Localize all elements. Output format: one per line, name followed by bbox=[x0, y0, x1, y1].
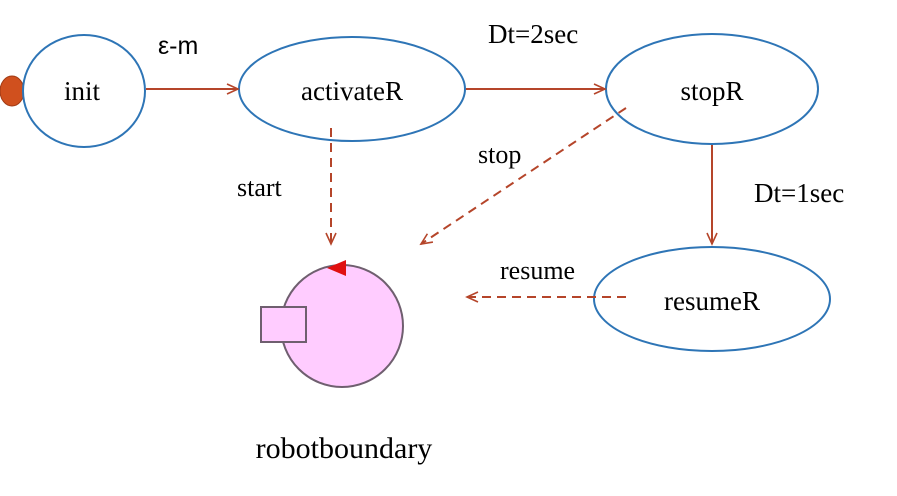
state-resumer-label: resumeR bbox=[664, 286, 760, 316]
robot-boundary-label: robotboundary bbox=[256, 432, 433, 465]
state-init bbox=[22, 34, 146, 148]
robot-heading-marker bbox=[327, 260, 346, 276]
transition-label-dt-2sec: Dt=2sec bbox=[488, 19, 578, 49]
state-init-label: init bbox=[64, 76, 101, 106]
state-resumer bbox=[593, 246, 831, 352]
signal-arrow-stop bbox=[419, 107, 627, 246]
robot bbox=[260, 260, 404, 388]
state-stopr-label: stopR bbox=[680, 76, 743, 106]
signal-label-resume: resume bbox=[500, 256, 575, 285]
robot-sensor-box bbox=[260, 306, 307, 343]
signal-label-stop: stop bbox=[478, 140, 521, 169]
transition-label-epsilon-m: ε-m bbox=[158, 32, 198, 60]
transition-label-dt-1sec: Dt=1sec bbox=[754, 178, 844, 208]
initial-state-dot bbox=[0, 75, 25, 107]
signal-label-start: start bbox=[237, 173, 283, 202]
state-activater-label: activateR bbox=[301, 76, 403, 106]
